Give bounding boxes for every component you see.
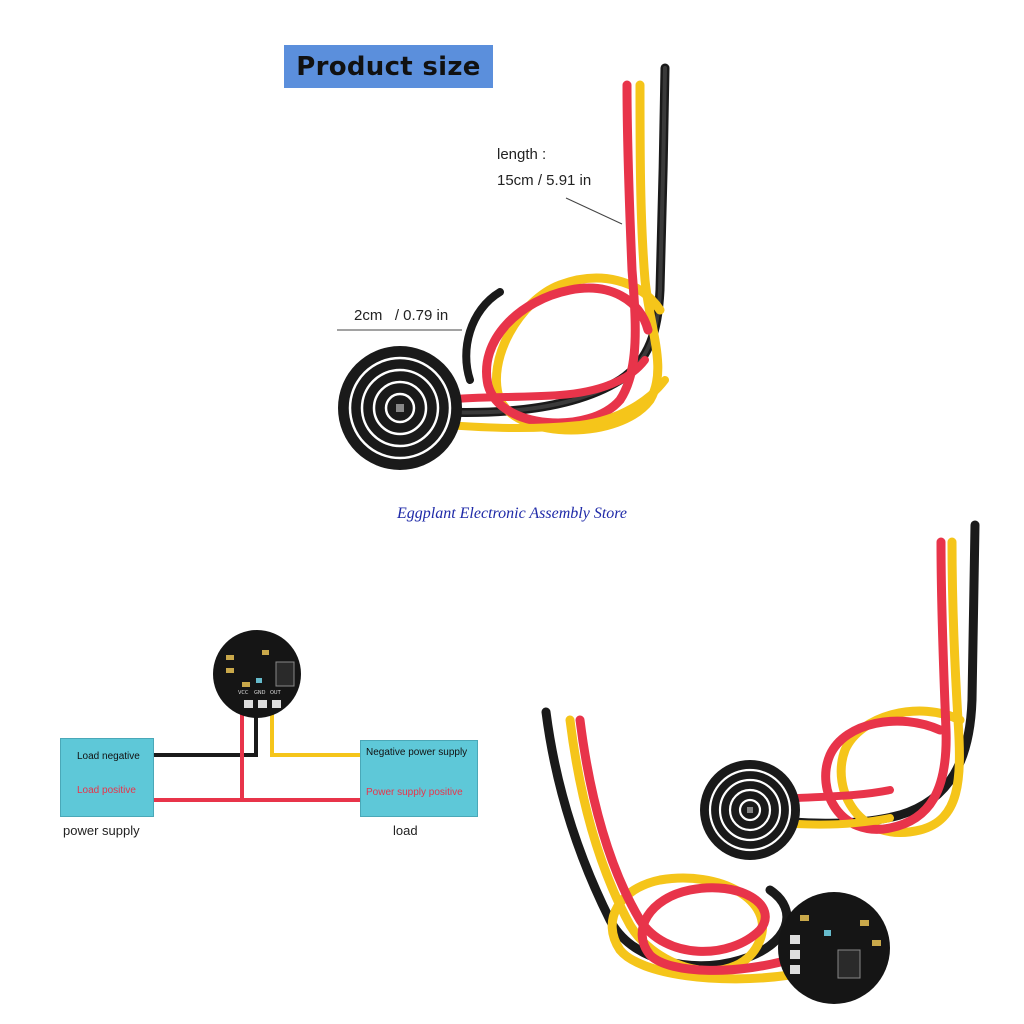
pin-label-gnd: GND bbox=[254, 690, 266, 696]
wiring-diagram-wires bbox=[152, 700, 362, 802]
length-pointer-line bbox=[565, 197, 623, 225]
bottom-right-sensor-disc bbox=[700, 760, 800, 860]
wiring-diagram-board bbox=[213, 630, 301, 718]
length-value: 15cm / 5.91 in bbox=[497, 172, 592, 189]
top-sensor-wires bbox=[435, 63, 670, 435]
load-box: Negative power supply Power supply posit… bbox=[360, 740, 478, 817]
load-caption: load bbox=[393, 823, 418, 838]
bottom-right-wires bbox=[541, 520, 980, 984]
power-supply-positive-label: Power supply positive bbox=[366, 787, 463, 798]
page-title: Product size bbox=[296, 51, 481, 82]
power-supply-box: Load negative Load positive bbox=[60, 738, 154, 817]
power-supply-caption: power supply bbox=[63, 823, 140, 838]
load-positive-label: Load positive bbox=[77, 785, 136, 796]
top-sensor-disc bbox=[338, 346, 462, 470]
diameter-value: 2cm / 0.79 in bbox=[354, 307, 449, 324]
load-negative-label: Load negative bbox=[77, 751, 140, 762]
length-label: length : bbox=[497, 146, 547, 163]
negative-power-supply-label: Negative power supply bbox=[366, 747, 468, 758]
pin-label-vcc: VCC bbox=[238, 690, 249, 696]
store-name: Eggplant Electronic Assembly Store bbox=[396, 505, 628, 522]
bottom-right-board bbox=[778, 892, 890, 1004]
title-banner: Product size bbox=[284, 45, 493, 88]
pin-label-out: OUT bbox=[270, 690, 281, 696]
